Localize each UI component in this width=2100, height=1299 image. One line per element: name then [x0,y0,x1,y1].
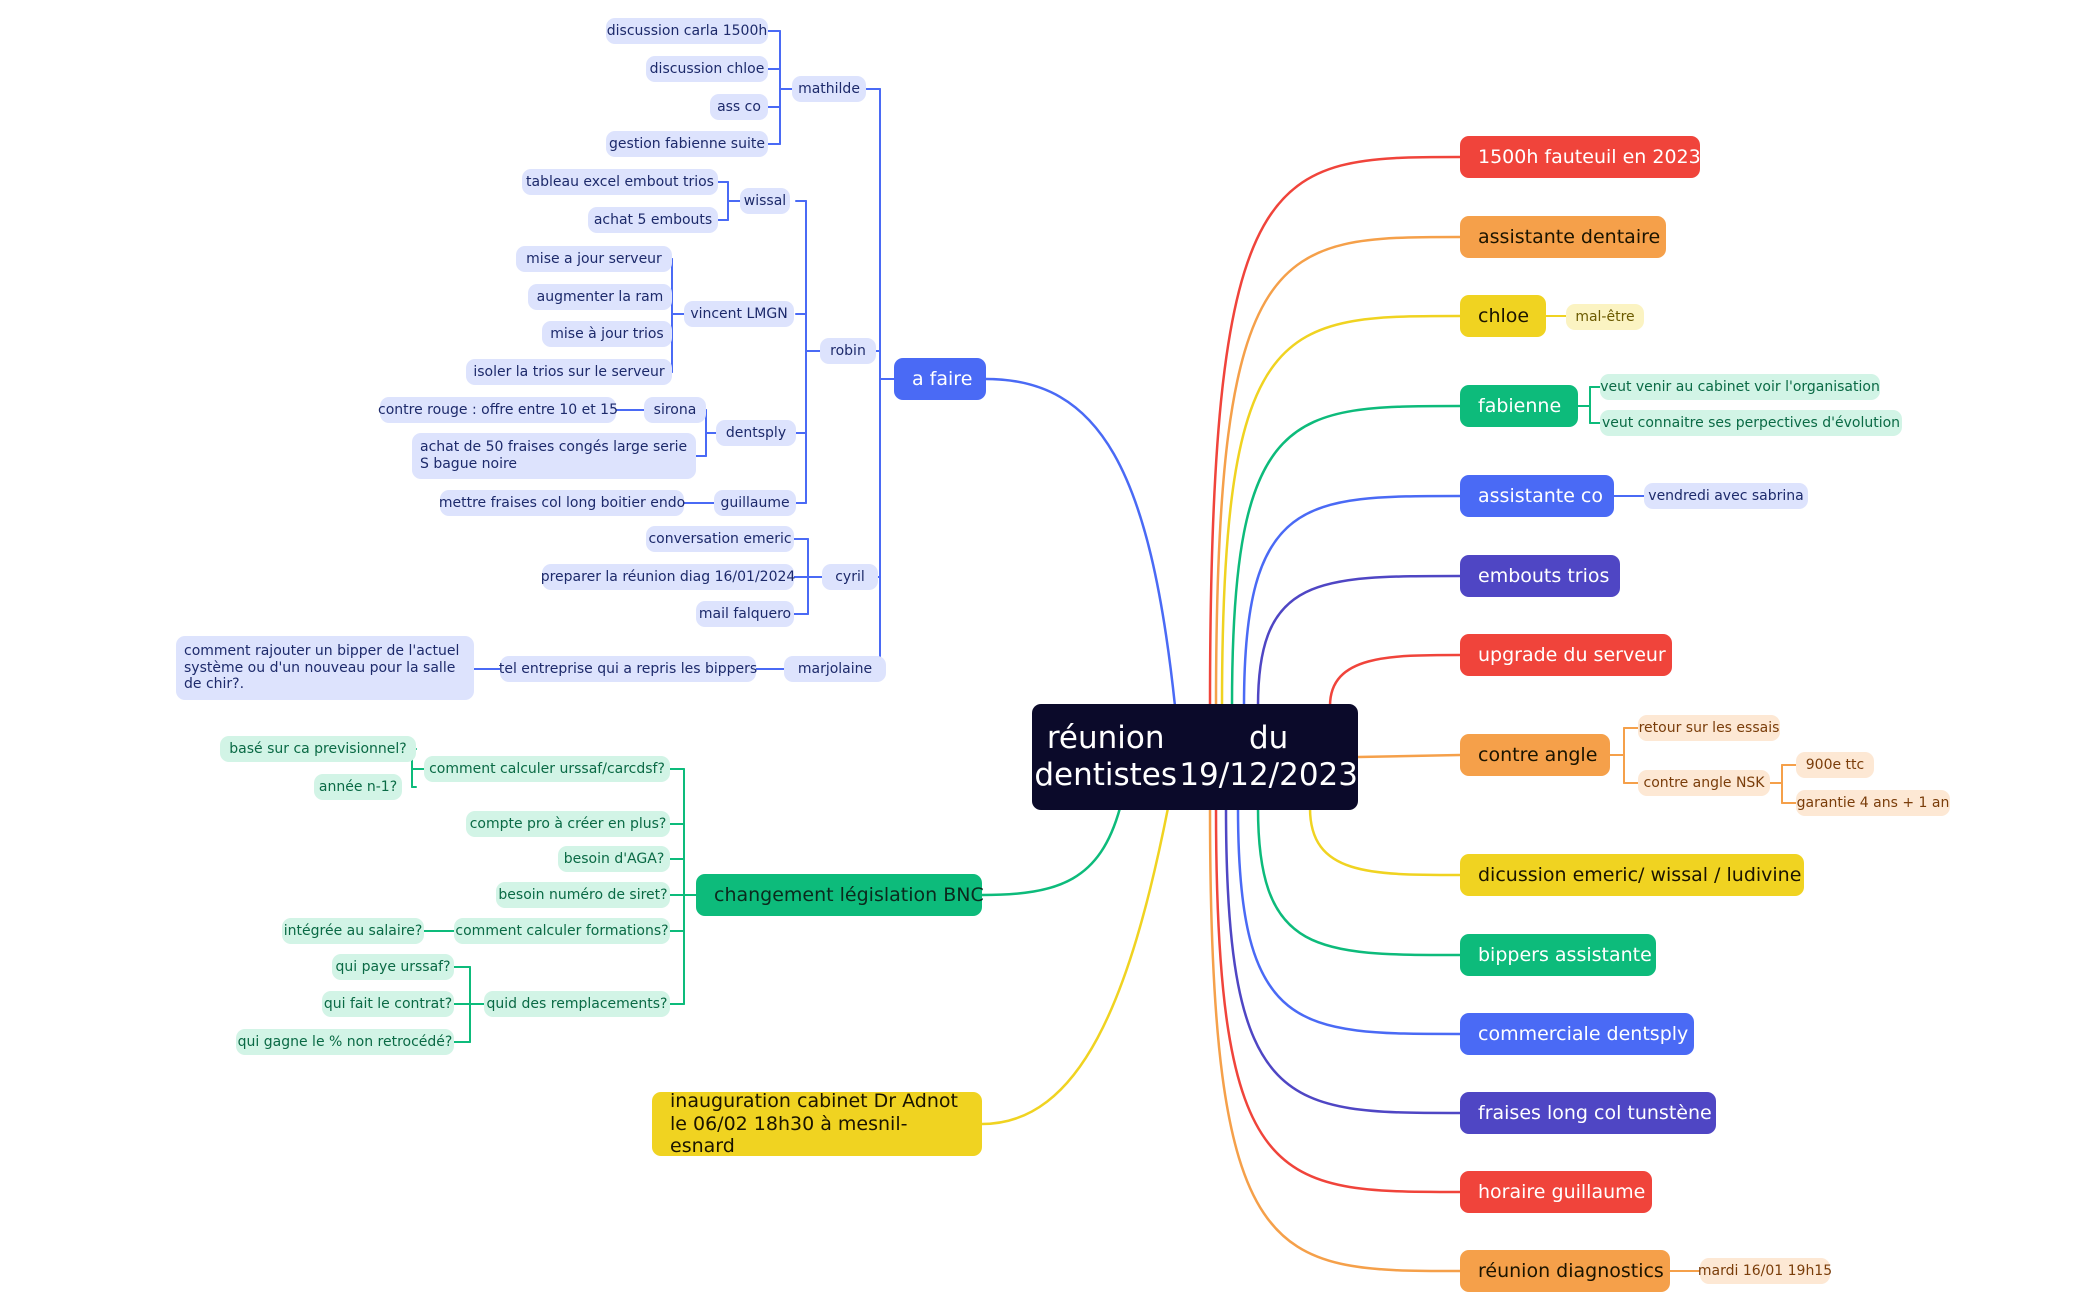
af-wissal-item-1[interactable]: tableau excel embout trios [522,169,718,195]
edge-root-branch-3 [1220,314,1462,708]
branch-13[interactable]: horaire guillaume [1460,1171,1652,1213]
branch-a-faire[interactable]: a faire [894,358,986,400]
af-wissal[interactable]: wissal [740,188,790,214]
af-mathilde-item-1[interactable]: discussion carla 1500h [606,18,768,44]
edge-root-branch-6 [1256,574,1462,708]
branch-12[interactable]: fraises long col tunstène [1460,1092,1716,1134]
af-vincent-item-1[interactable]: mise a jour serveur [516,246,672,272]
af-guillaume-item[interactable]: mettre fraises col long boitier endo [439,490,685,516]
edge-root-branch-14 [1208,806,1462,1273]
af-dentsply[interactable]: dentsply [716,420,796,446]
branch-6[interactable]: embouts trios [1460,555,1620,597]
bnc-remplacements[interactable]: quid des remplacements? [484,991,670,1017]
root-title-line2: du 19/12/2023 [1179,719,1359,793]
edge-root-branch-5 [1242,494,1462,708]
edge-root-inauguration [980,806,1170,1126]
branch-4-child-1[interactable]: veut venir au cabinet voir l'organisatio… [1600,374,1880,400]
bnc-aga[interactable]: besoin d'AGA? [558,846,670,872]
branch-14[interactable]: réunion diagnostics [1460,1250,1670,1292]
branch-8-child-4[interactable]: garantie 4 ans + 1 an [1796,790,1950,816]
branch-7[interactable]: upgrade du serveur [1460,634,1672,676]
af-cyril-item-3[interactable]: mail falquero [696,601,794,627]
edge-root-branch-2 [1214,235,1462,708]
af-vincent-item-3[interactable]: mise à jour trios [542,321,672,347]
bnc-formations-item[interactable]: intégrée au salaire? [282,918,424,944]
af-marjolaine[interactable]: marjolaine [784,656,886,682]
af-dentsply-item2[interactable]: achat de 50 fraises congés large serie S… [412,433,696,479]
af-sirona[interactable]: sirona [644,397,706,423]
branch-9[interactable]: dicussion emeric/ wissal / ludivine [1460,854,1804,896]
edge-root-bnc [980,806,1122,897]
branch-8-child-1[interactable]: retour sur les essais [1638,715,1780,741]
bnc-urssaf[interactable]: comment calculer urssaf/carcdsf? [424,756,670,782]
af-vincent[interactable]: vincent LMGN [684,301,794,327]
af-cyril-item-2[interactable]: preparer la réunion diag 16/01/2024 [541,564,795,590]
branch-5[interactable]: assistante co [1460,475,1614,517]
edge-root-branch-8 [1356,753,1462,759]
branch-10[interactable]: bippers assistante [1460,934,1656,976]
edge-root-branch-4 [1230,404,1462,708]
af-mathilde-item-4[interactable]: gestion fabienne suite [606,131,768,157]
af-mathilde-item-3[interactable]: ass co [710,94,768,120]
af-wissal-item-2[interactable]: achat 5 embouts [588,207,718,233]
edge-root-branch-11 [1236,806,1462,1036]
edge-root-branch-13 [1214,806,1462,1194]
branch-11[interactable]: commerciale dentsply [1460,1013,1694,1055]
branch-3-child-1[interactable]: mal-être [1566,304,1644,330]
branch-8-child-3[interactable]: 900e ttc [1796,752,1874,778]
edge-root-a-faire [984,377,1177,708]
af-vincent-item-2[interactable]: augmenter la ram [528,284,672,310]
branch-8-child-2[interactable]: contre angle NSK [1638,770,1770,796]
branch-3[interactable]: chloe [1460,295,1546,337]
bnc-siret[interactable]: besoin numéro de siret? [496,882,670,908]
bnc-remplacements-item-2[interactable]: qui fait le contrat? [322,991,454,1017]
edge-root-branch-12 [1224,806,1462,1115]
root-title-line1: réunion dentistes [1034,719,1178,793]
branch-8[interactable]: contre angle [1460,734,1610,776]
af-guillaume[interactable]: guillaume [714,490,796,516]
af-sirona-item[interactable]: contre rouge : offre entre 10 et 15 [378,397,618,423]
af-vincent-item-4[interactable]: isoler la trios sur le serveur [466,359,672,385]
bnc-remplacements-item-1[interactable]: qui paye urssaf? [332,954,454,980]
af-cyril[interactable]: cyril [822,564,878,590]
bnc-urssaf-item-2[interactable]: année n-1? [314,774,402,800]
bnc-urssaf-item-1[interactable]: basé sur ca previsionnel? [220,736,416,762]
bnc-remplacements-item-3[interactable]: qui gagne le % non retrocédé? [236,1029,454,1055]
edge-root-branch-10 [1256,806,1462,957]
af-robin[interactable]: robin [820,338,876,364]
edge-root-branch-9 [1308,806,1462,877]
branch-inauguration[interactable]: inauguration cabinet Dr Adnot le 06/02 1… [652,1090,982,1157]
branch-1[interactable]: 1500h fauteuil en 2023 [1460,136,1701,178]
af-cyril-item-1[interactable]: conversation emeric [646,526,794,552]
bnc-formations[interactable]: comment calculer formations? [454,918,670,944]
bnc-compte[interactable]: compte pro à créer en plus? [466,811,670,837]
branch-2[interactable]: assistante dentaire [1460,216,1666,258]
af-marjolaine-sub[interactable]: comment rajouter un bipper de l'actuel s… [176,636,474,700]
af-mathilde[interactable]: mathilde [792,76,866,102]
branch-bnc[interactable]: changement législation BNC [696,874,984,916]
af-mathilde-item-2[interactable]: discussion chloe [646,56,768,82]
edge-root-branch-7 [1328,653,1462,708]
branch-14-child-1[interactable]: mardi 16/01 19h15 [1698,1258,1832,1284]
branch-5-child-1[interactable]: vendredi avec sabrina [1644,483,1808,509]
branch-4[interactable]: fabienne [1460,385,1578,427]
edge-root-branch-1 [1208,155,1462,708]
af-marjolaine-item[interactable]: tel entreprise qui a repris les bippers [499,656,757,682]
branch-4-child-2[interactable]: veut connaitre ses perpectives d'évoluti… [1600,410,1902,436]
